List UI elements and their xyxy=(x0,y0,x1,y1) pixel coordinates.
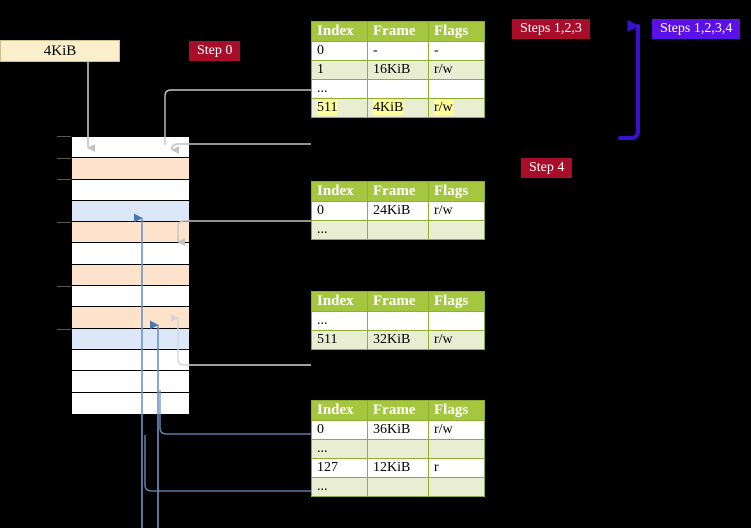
step0-badge: Step 0 xyxy=(189,41,241,61)
memory-size-box: 4KiB xyxy=(0,40,120,62)
row-frame: - xyxy=(367,41,429,61)
memory-frame-row xyxy=(72,158,189,180)
memory-frame-row xyxy=(72,307,189,329)
row-index: ... xyxy=(311,311,368,331)
memory-frame-row xyxy=(72,328,189,350)
row-flags xyxy=(428,311,485,331)
memory-size-label: 4KiB xyxy=(43,42,77,59)
row-flags: r/w xyxy=(428,60,485,80)
steps1234-badge: Steps 1,2,3,4 xyxy=(652,19,741,39)
col-header-flags: Flags xyxy=(428,291,485,312)
memory-frame-row xyxy=(72,371,189,393)
row-flags: r xyxy=(428,458,485,478)
row-flags: - xyxy=(428,41,485,61)
row-flags: r/w xyxy=(428,330,485,350)
row-flags: r/w xyxy=(428,98,485,118)
steps123-badge: Steps 1,2,3 xyxy=(512,19,590,39)
row-index: ... xyxy=(311,439,368,459)
table-row: ... xyxy=(311,439,485,459)
row-index: ... xyxy=(311,220,368,240)
table-row: 0-- xyxy=(311,41,485,61)
col-header-frame: Frame xyxy=(367,291,429,312)
row-index: 127 xyxy=(311,458,368,478)
row-index: ... xyxy=(311,79,368,99)
col-header-index: Index xyxy=(311,21,368,42)
memory-frame-row xyxy=(72,349,189,372)
mem-tick xyxy=(57,158,71,159)
mem-tick xyxy=(57,286,71,287)
row-frame: 36KiB xyxy=(367,420,429,440)
row-index: 1 xyxy=(311,60,368,80)
row-index: 0 xyxy=(311,201,368,221)
col-header-flags: Flags xyxy=(428,400,485,421)
memory-frame-row xyxy=(72,392,189,414)
row-flags: r/w xyxy=(428,420,485,440)
mem-tick xyxy=(57,179,71,180)
col-header-index: Index xyxy=(311,291,368,312)
connector-pt-row127-to-memory xyxy=(144,435,311,492)
table-row: ... xyxy=(311,220,485,240)
row-index: ... xyxy=(311,477,368,497)
connector-pd-to-memory xyxy=(171,314,311,366)
memory-frame-row xyxy=(72,222,189,244)
row-frame: 4KiB xyxy=(367,98,429,118)
memory-frame-row xyxy=(72,264,189,287)
row-frame: 12KiB xyxy=(367,458,429,478)
row-index: 511 xyxy=(311,98,368,118)
col-header-frame: Frame xyxy=(367,181,429,202)
memory-frame-row xyxy=(72,243,189,265)
row-flags xyxy=(428,439,485,459)
col-header-flags: Flags xyxy=(428,181,485,202)
col-header-frame: Frame xyxy=(367,21,429,42)
col-header-index: Index xyxy=(311,400,368,421)
mem-tick xyxy=(57,136,71,137)
row-flags: r/w xyxy=(428,201,485,221)
row-flags xyxy=(428,220,485,240)
row-frame: 24KiB xyxy=(367,201,429,221)
col-header-index: Index xyxy=(311,181,368,202)
arrow-steps-bracket xyxy=(618,20,640,140)
row-flags xyxy=(428,477,485,497)
connector-pdpt-to-memory xyxy=(177,220,311,246)
col-header-flags: Flags xyxy=(428,21,485,42)
memory-frame-row xyxy=(72,286,189,308)
row-index: 511 xyxy=(311,330,368,350)
physical-memory-column xyxy=(71,136,190,415)
table-row: ... xyxy=(311,477,485,497)
row-frame xyxy=(367,477,429,497)
step4-badge: Step 4 xyxy=(521,158,573,178)
row-frame xyxy=(367,220,429,240)
memory-frame-row xyxy=(72,137,189,159)
row-index: 0 xyxy=(311,41,368,61)
table-row: ... xyxy=(311,311,485,331)
row-frame: 16KiB xyxy=(367,60,429,80)
connector-pml4-511-to-memory xyxy=(171,143,311,151)
memory-frame-row xyxy=(72,179,189,201)
table-row: ... xyxy=(311,79,485,99)
row-frame xyxy=(367,79,429,99)
row-index: 0 xyxy=(311,420,368,440)
mem-tick xyxy=(57,222,71,223)
row-frame xyxy=(367,311,429,331)
row-frame xyxy=(367,439,429,459)
mem-tick xyxy=(57,329,71,330)
col-header-frame: Frame xyxy=(367,400,429,421)
row-frame: 32KiB xyxy=(367,330,429,350)
row-flags xyxy=(428,79,485,99)
memory-frame-row xyxy=(72,200,189,223)
